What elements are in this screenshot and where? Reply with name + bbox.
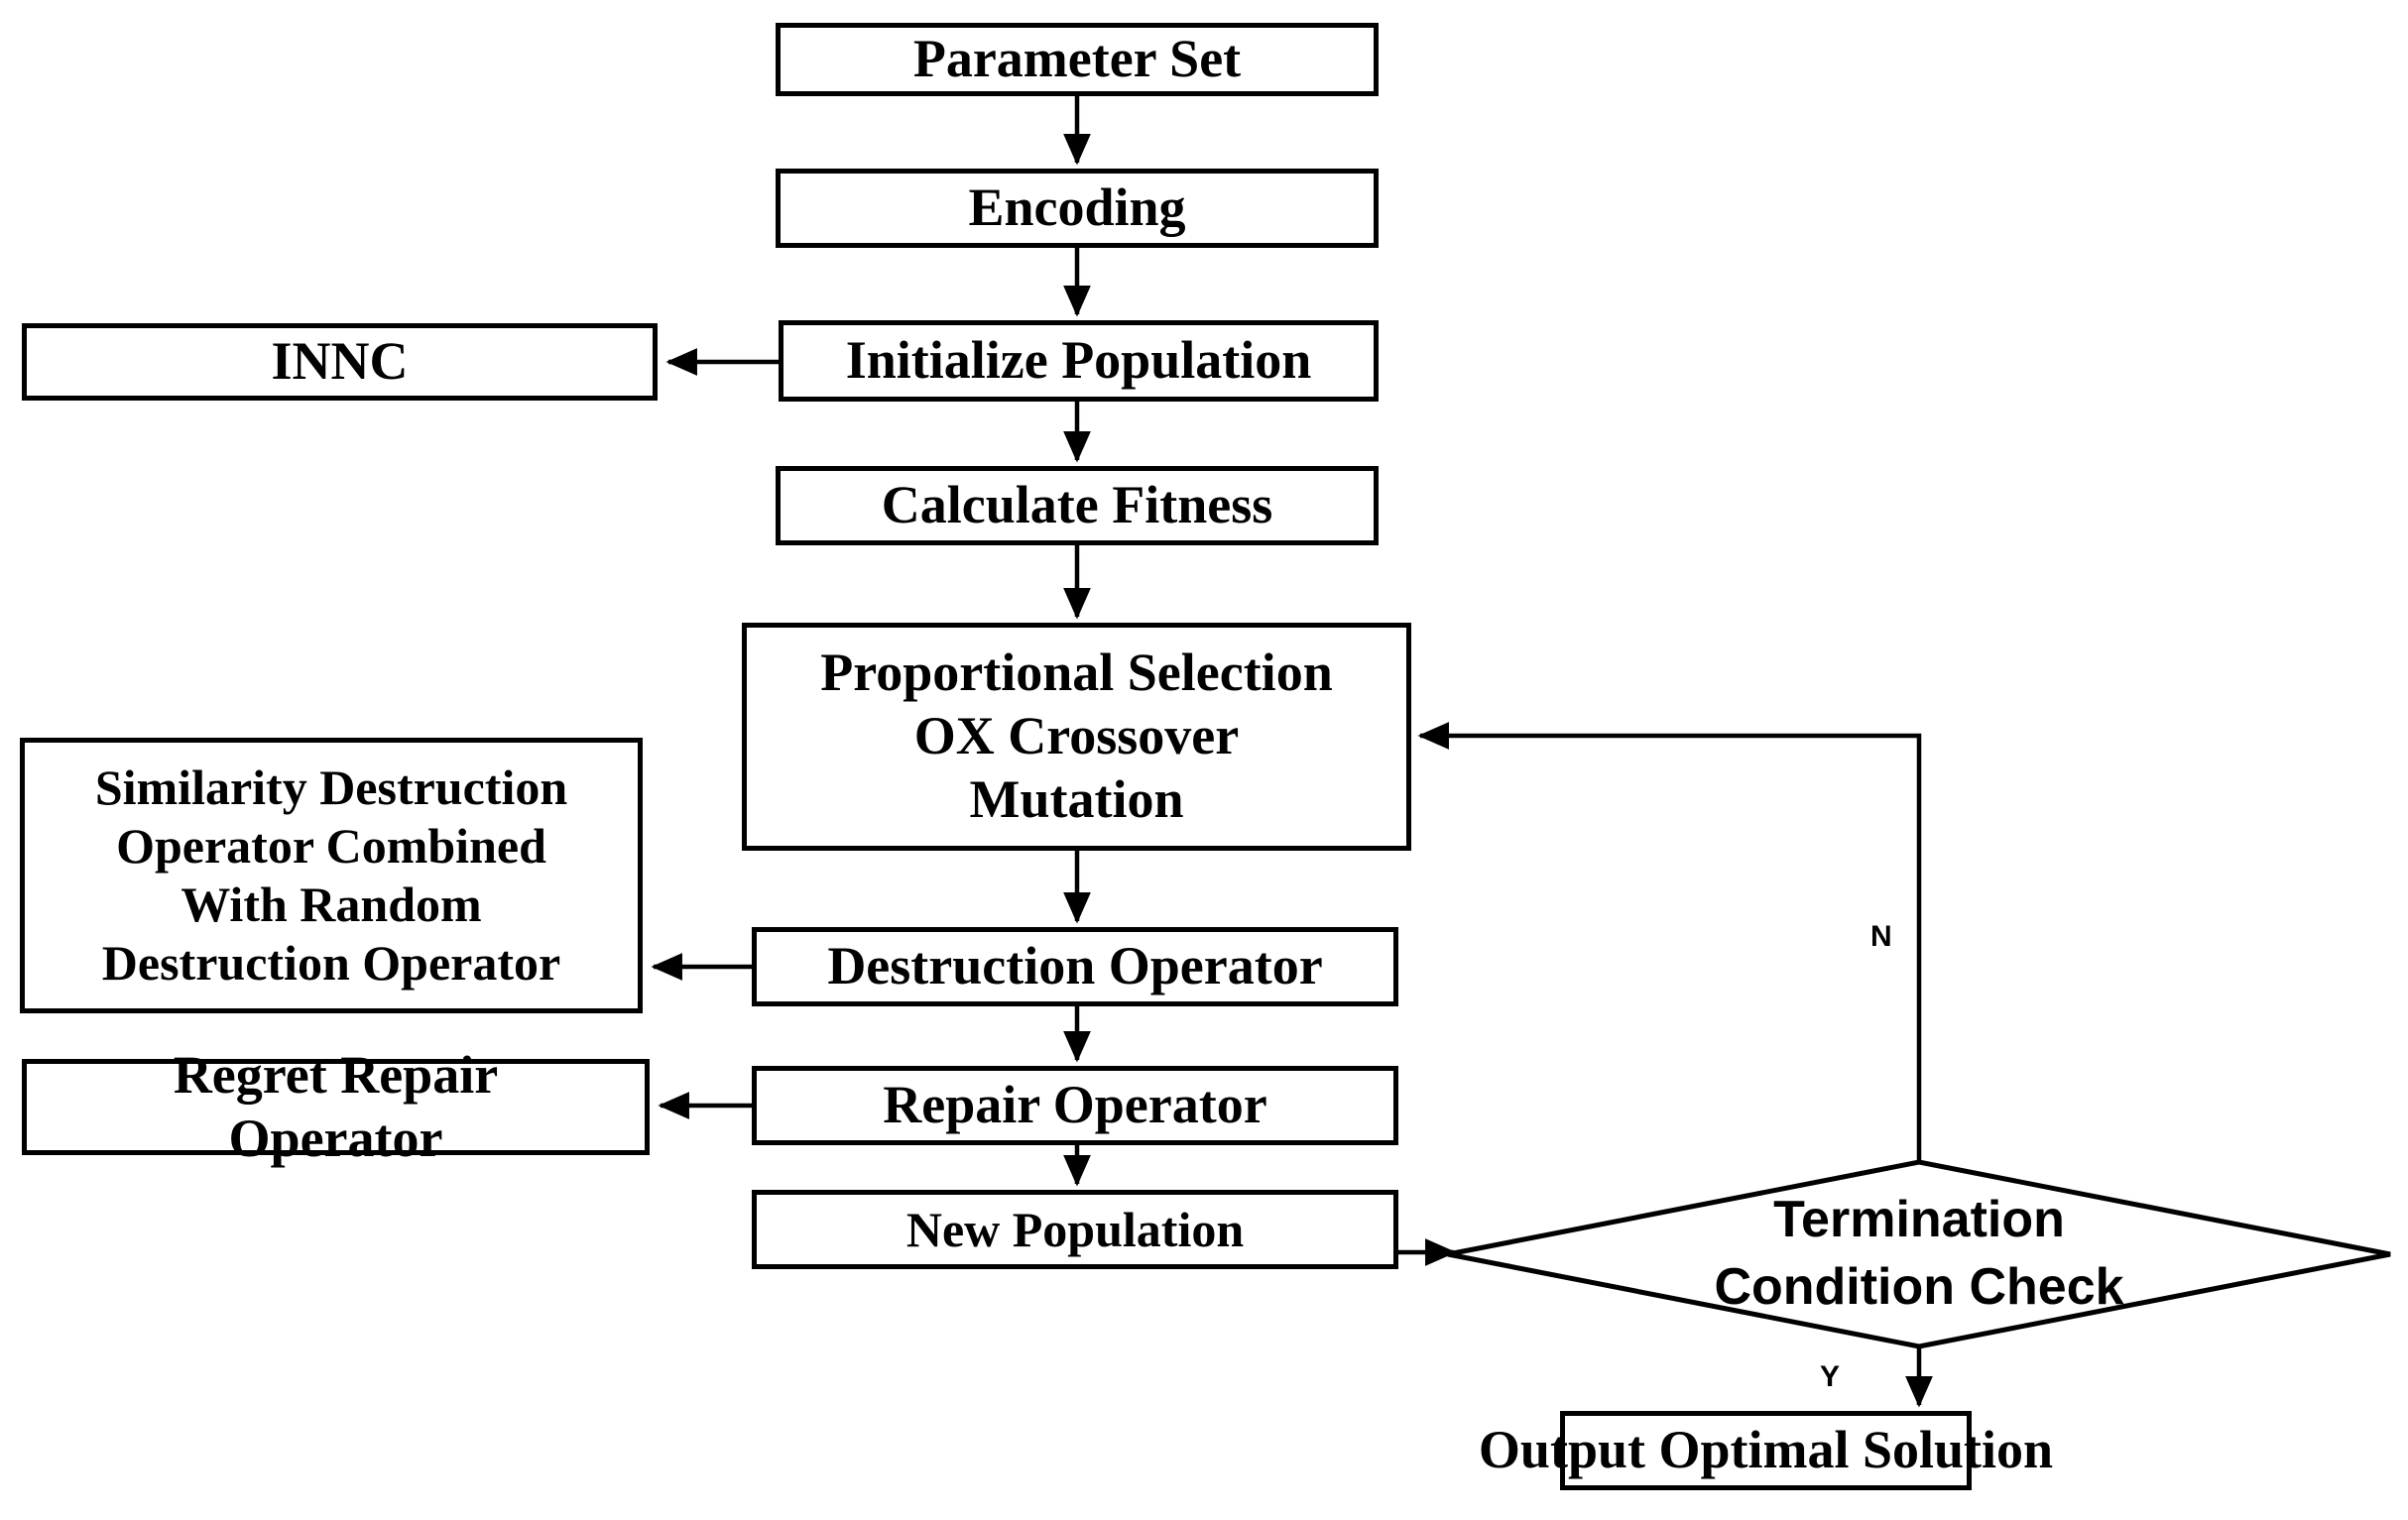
node-genetic-operators-label-0: Proportional Selection: [820, 643, 1333, 703]
node-similarity-destruction[interactable]: Similarity Destruction Operator Combined…: [20, 738, 643, 1013]
node-initialize-population[interactable]: Initialize Population: [779, 320, 1379, 402]
node-termination-check[interactable]: Termination Condition Check: [1448, 1162, 2390, 1346]
node-termination-check-label-group: Termination Condition Check: [1448, 1162, 2390, 1346]
node-destruction-operator-label: Destruction Operator: [827, 936, 1323, 996]
node-innc-label: INNC: [271, 331, 409, 392]
node-genetic-operators-label-1: OX Crossover: [913, 706, 1240, 766]
node-genetic-operators[interactable]: Proportional Selection OX Crossover Muta…: [742, 623, 1411, 851]
edge-label-no: N: [1870, 920, 1892, 953]
node-similarity-destruction-label-1: Operator Combined: [116, 818, 546, 874]
node-regret-repair-operator[interactable]: Regret Repair Operator: [22, 1045, 650, 1168]
node-similarity-destruction-label-0: Similarity Destruction: [94, 760, 568, 815]
node-output-optimal[interactable]: Output Optimal Solution: [1479, 1411, 2053, 1490]
node-calculate-fitness-label: Calculate Fitness: [881, 475, 1273, 535]
node-output-optimal-label: Output Optimal Solution: [1478, 1420, 2054, 1480]
node-parameter-set-label: Parameter Set: [912, 29, 1242, 89]
edge-label-yes: Y: [1820, 1360, 1841, 1393]
node-initialize-population-label: Initialize Population: [845, 330, 1312, 391]
node-similarity-destruction-label-2: With Random: [181, 877, 482, 932]
node-repair-operator[interactable]: Repair Operator: [752, 1066, 1398, 1145]
edge-termination-check-no-to-genetic-operators: [1417, 722, 1922, 1162]
node-new-population[interactable]: New Population: [752, 1190, 1398, 1269]
node-genetic-operators-label-2: Mutation: [969, 768, 1184, 829]
node-regret-repair-operator-label-1: Operator: [228, 1108, 443, 1168]
node-destruction-operator[interactable]: Destruction Operator: [752, 927, 1398, 1006]
node-termination-check-label-0: Termination: [1773, 1191, 2065, 1249]
node-encoding[interactable]: Encoding: [776, 169, 1379, 248]
node-parameter-set[interactable]: Parameter Set: [776, 23, 1379, 96]
node-innc[interactable]: INNC: [22, 323, 658, 401]
node-repair-operator-label: Repair Operator: [883, 1075, 1267, 1135]
node-encoding-label: Encoding: [968, 177, 1186, 238]
node-regret-repair-operator-label-0: Regret Repair: [173, 1044, 499, 1105]
node-calculate-fitness[interactable]: Calculate Fitness: [776, 466, 1379, 545]
node-termination-check-label-1: Condition Check: [1714, 1258, 2124, 1316]
node-new-population-label: New Population: [905, 1201, 1245, 1257]
node-similarity-destruction-label-3: Destruction Operator: [101, 935, 561, 991]
